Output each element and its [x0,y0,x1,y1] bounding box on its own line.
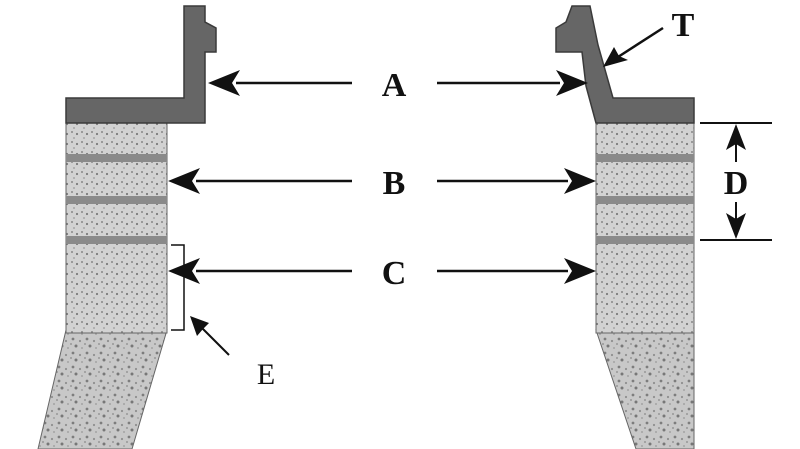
dimension-d: D [700,122,772,241]
left-section [37,5,217,449]
label-c: C [382,255,407,292]
right-lower-sidewall [595,329,695,449]
arrow-b: B [168,165,596,202]
arrow-a: A [208,67,588,104]
label-b: B [383,165,406,202]
label-e: E [257,358,275,391]
left-bracket-e [171,244,185,331]
right-section [555,5,695,449]
d-arrowhead-down [726,213,746,239]
label-a: A [382,67,407,104]
left-lower-sidewall [37,329,168,449]
label-t: T [672,7,695,44]
left-stripe-2 [66,196,167,204]
left-stripe-1 [66,154,167,162]
right-rim [555,5,695,124]
right-stripe-1 [596,154,694,162]
arrow-c: C [168,255,596,292]
d-arrowhead-up [726,124,746,150]
right-stripe-3 [596,236,694,244]
right-stripe-2 [596,196,694,204]
left-rim [65,5,217,124]
pointer-e: E [190,316,275,391]
left-stripe-3 [66,236,167,244]
pointer-t: T [603,7,695,67]
label-d: D [724,165,749,202]
